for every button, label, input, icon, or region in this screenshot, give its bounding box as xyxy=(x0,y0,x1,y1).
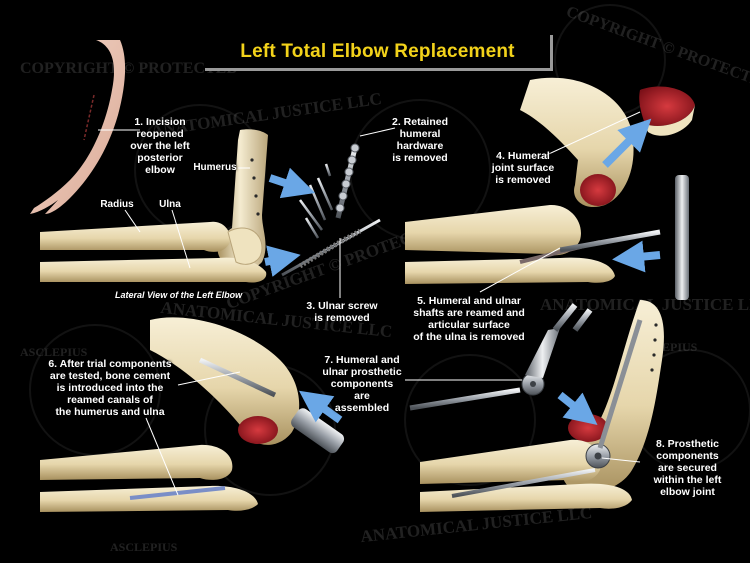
ulna-reaming xyxy=(405,175,689,300)
label-step-2: 2. Retained humeral hardware is removed xyxy=(391,116,449,164)
implanted-prosthesis xyxy=(420,300,664,512)
cement-injection xyxy=(40,317,345,512)
label-step-7: 7. Humeral and ulnar prosthetic componen… xyxy=(322,354,402,414)
label-step-1: 1. Incision reopened over the left poste… xyxy=(130,116,190,176)
label-radius: Radius xyxy=(100,199,134,210)
arm-silhouette xyxy=(30,40,126,214)
ulnar-screw xyxy=(264,218,381,277)
prosthetic-components xyxy=(409,303,593,411)
label-humerus: Humerus xyxy=(193,162,237,173)
title-banner: Left Total Elbow Replacement xyxy=(205,35,553,71)
label-step-4: 4. Humeral joint surface is removed xyxy=(491,150,555,186)
label-step-5: 5. Humeral and ulnar shafts are reamed a… xyxy=(413,295,525,343)
caption-lateral-view: Lateral View of the Left Elbow xyxy=(115,290,243,300)
label-ulna: Ulna xyxy=(159,199,181,210)
page-title: Left Total Elbow Replacement xyxy=(240,40,515,62)
label-step-8: 8. Prosthetic components are secured wit… xyxy=(653,438,722,498)
label-step-6: 6. After trial components are tested, bo… xyxy=(48,358,172,418)
label-step-3: 3. Ulnar screw is removed xyxy=(306,300,378,324)
retained-hardware xyxy=(268,143,360,239)
humerus-resection xyxy=(520,77,695,208)
